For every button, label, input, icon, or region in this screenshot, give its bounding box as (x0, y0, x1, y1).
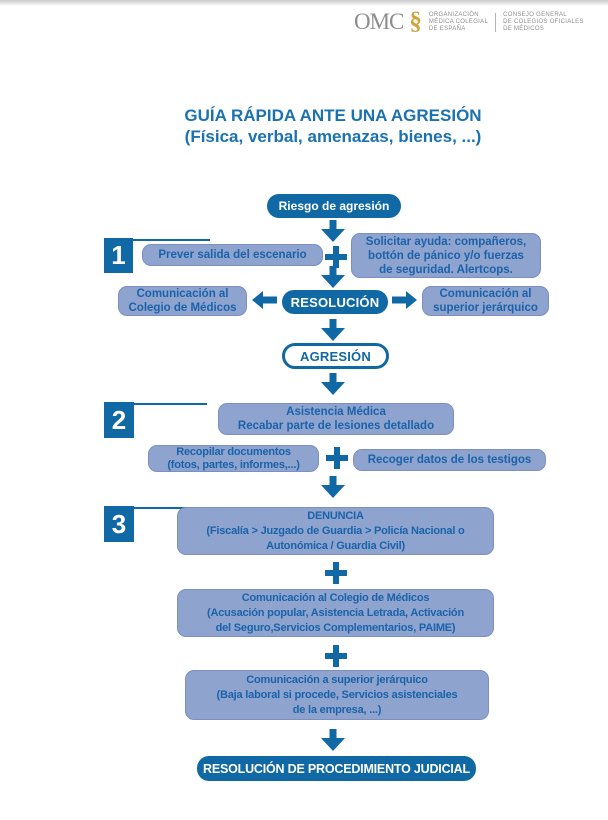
arrow-down-icon (321, 266, 345, 288)
node-line: del Seguro,Servicios Complementarios, PA… (215, 621, 456, 634)
arrow-down-icon (321, 476, 345, 498)
node-denuncia: DENUNCIA (Fiscalía > Juzgado de Guardia … (177, 507, 494, 555)
arrow-right-icon (392, 291, 417, 309)
node-resolucion-procedimiento-judicial: RESOLUCIÓN DE PROCEDIMIENTO JUDICIAL (197, 756, 476, 781)
org-line: CONSEJO GENERAL (503, 11, 567, 18)
node-agresion: AGRESIÓN (282, 343, 389, 369)
node-comunicacion-colegio-detalle: Comunicación al Colegio de Médicos (Acus… (177, 589, 494, 637)
node-line: de la empresa, ...) (292, 703, 382, 716)
step-number-badge-2: 2 (104, 402, 134, 438)
node-line: de seguridad. Alertcops. (379, 263, 513, 276)
org-line: MÉDICA COLEGIAL (428, 18, 489, 25)
plus-icon (326, 447, 348, 469)
arrow-down-icon (321, 729, 345, 751)
org-name-left: ORGANIZACIÓN MÉDICA COLEGIAL DE ESPAÑA (429, 12, 488, 33)
arrow-left-icon (252, 291, 277, 309)
step-number-badge-1: 1 (104, 238, 133, 273)
step-1-bracket-line (133, 239, 210, 241)
node-asistencia-medica: Asistencia Médica Recabar parte de lesio… (218, 403, 454, 435)
arrow-down-icon (321, 319, 345, 341)
step-3-bracket-line (134, 507, 207, 509)
node-resolucion: RESOLUCIÓN (282, 290, 388, 314)
arrow-down-icon (321, 373, 345, 395)
node-comunicacion-superior: Comunicación al superior jerárquico (422, 286, 549, 316)
node-recoger-datos-testigos: Recoger datos de los testigos (353, 449, 546, 471)
node-line: (Fiscalía > Juzgado de Guardia > Policía… (206, 524, 465, 537)
org-name-right: CONSEJO GENERAL DE COLEGIOS OFICIALES DE… (503, 12, 584, 33)
node-comunicacion-colegio: Comunicación al Colegio de Médicos (118, 286, 247, 316)
node-recopilar-documentos: Recopilar documentos (fotos, partes, inf… (148, 445, 319, 472)
plus-icon (325, 246, 347, 268)
org-line: DE ESPAÑA (428, 25, 466, 32)
caduceus-icon: § (409, 8, 422, 35)
node-line: (Acusación popular, Asistencia Letrada, … (207, 606, 464, 619)
node-line: Colegio de Médicos (128, 302, 237, 314)
page-title-line1: GUÍA RÁPIDA ANTE UNA AGRESIÓN (184, 106, 482, 125)
node-line: DENUNCIA (307, 509, 364, 522)
node-line: Recopilar documentos (176, 446, 291, 458)
node-line: Autonómica / Guardia Civil) (266, 539, 405, 552)
node-line: (fotos, partes, informes,...) (167, 458, 300, 471)
node-line: Comunicación al (136, 288, 229, 300)
node-line: Comunicación a superior jerárquico (246, 673, 428, 686)
node-solicitar-ayuda: Solicitar ayuda: compañeros, bottón de p… (351, 233, 541, 278)
page-top-shadow (0, 0, 608, 6)
node-prever-salida: Prever salida del escenario (142, 244, 323, 266)
node-riesgo-de-agresion: Riesgo de agresión (267, 194, 401, 218)
node-line: Solicitar ayuda: compañeros, (365, 235, 527, 248)
page-title-line2: (Física, verbal, amenazas, bienes, ...) (184, 127, 482, 146)
logo-divider (495, 12, 497, 32)
node-line: Comunicación al Colegio de Médicos (241, 591, 430, 604)
node-line: (Baja laboral si procede, Servicios asis… (216, 688, 458, 701)
omc-logo-text: OMC (354, 9, 404, 34)
step-2-bracket-line (134, 403, 207, 405)
node-line: bottón de pánico y/o fuerzas (368, 249, 524, 262)
page-title: GUÍA RÁPIDA ANTE UNA AGRESIÓN (Física, v… (58, 105, 608, 147)
org-line: ORGANIZACIÓN (428, 11, 479, 18)
node-line: Asistencia Médica (286, 405, 386, 418)
node-line: superior jerárquico (433, 302, 538, 314)
plus-icon (325, 562, 347, 584)
step-number-badge-3: 3 (104, 506, 134, 542)
node-comunicacion-superior-detalle: Comunicación a superior jerárquico (Baja… (185, 670, 489, 720)
arrow-down-icon (321, 220, 345, 242)
node-line: Comunicación al (439, 288, 532, 300)
org-line: DE COLEGIOS OFICIALES (503, 18, 584, 25)
plus-icon (325, 645, 347, 667)
org-line: DE MÉDICOS (503, 25, 545, 32)
omc-logo: OMC § ORGANIZACIÓN MÉDICA COLEGIAL DE ES… (354, 8, 584, 36)
node-line: Recabar parte de lesiones detallado (237, 420, 435, 432)
